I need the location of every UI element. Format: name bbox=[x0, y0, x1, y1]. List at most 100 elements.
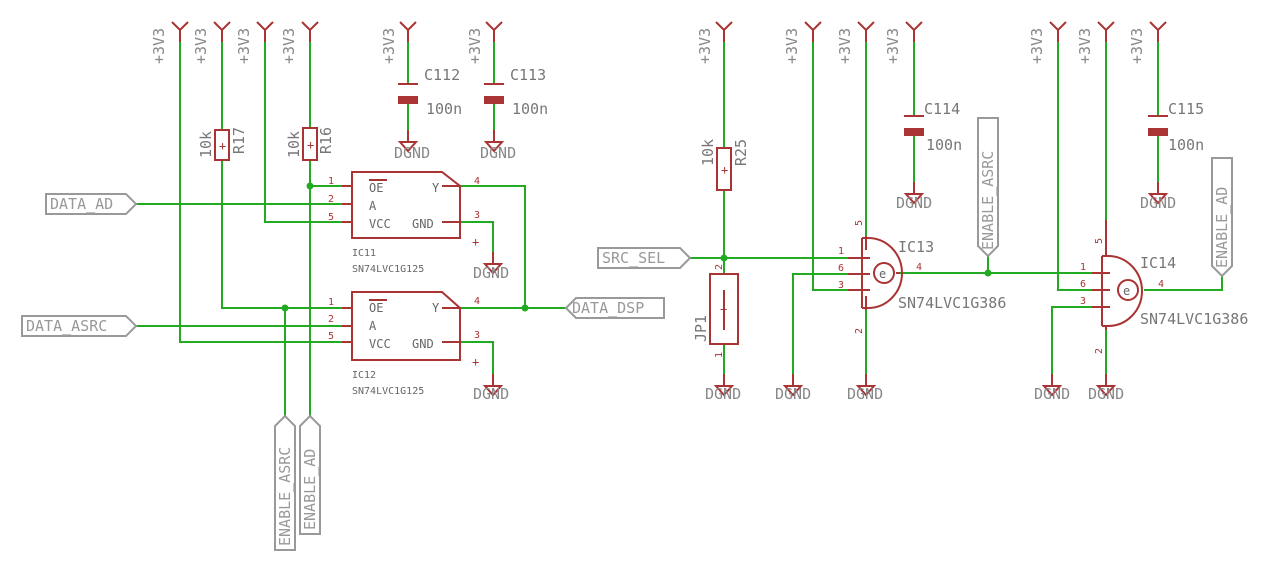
net-label-src-sel: SRC_SEL bbox=[597, 247, 692, 269]
power-label: +3V3 bbox=[150, 28, 168, 64]
ground-label: DGND bbox=[847, 385, 883, 403]
ground-symbols: DGND DGND DGND DGND DGND DGND DGND DGND … bbox=[394, 129, 1176, 403]
svg-text:1: 1 bbox=[838, 246, 844, 257]
capacitor-ref: C113 bbox=[510, 66, 546, 84]
svg-text:2: 2 bbox=[328, 194, 334, 205]
capacitor-value: 100n bbox=[926, 136, 962, 154]
svg-text:+: + bbox=[720, 302, 727, 316]
svg-text:Y: Y bbox=[432, 181, 440, 195]
svg-text:+: + bbox=[472, 355, 479, 369]
xor-gate-ic13: e 1 6 3 4 5 2 IC13 SN74LVC1G386 bbox=[838, 220, 1006, 334]
power-label: +3V3 bbox=[280, 28, 298, 64]
jumper-ref: JP1 bbox=[692, 315, 710, 342]
power-label: +3V3 bbox=[1028, 28, 1046, 64]
resistor-value: 10k bbox=[285, 131, 303, 158]
svg-text:5: 5 bbox=[328, 212, 334, 223]
power-symbol-3v3-3 bbox=[256, 21, 274, 43]
resistor-ref: R16 bbox=[317, 127, 335, 154]
ic-ref: IC11 bbox=[352, 248, 376, 259]
net-label-enable-asrc-bottom: ENABLE_ASRC bbox=[274, 414, 296, 551]
net-label-data-dsp: DATA_DSP bbox=[564, 297, 665, 319]
net-label-data-asrc: DATA_ASRC bbox=[21, 315, 138, 337]
svg-text:ENABLE_AD: ENABLE_AD bbox=[1213, 187, 1231, 268]
svg-text:5: 5 bbox=[854, 220, 865, 226]
svg-text:SRC_SEL: SRC_SEL bbox=[602, 249, 665, 267]
svg-text:OE: OE bbox=[369, 301, 383, 315]
svg-text:ENABLE_AD: ENABLE_AD bbox=[301, 449, 319, 530]
svg-text:2: 2 bbox=[714, 264, 725, 270]
power-label: +3V3 bbox=[235, 28, 253, 64]
capacitor-c112: C112 100n bbox=[398, 66, 462, 118]
capacitor-c113: C113 100n bbox=[484, 66, 548, 118]
ic-ref: IC12 bbox=[352, 370, 376, 381]
svg-text:4: 4 bbox=[474, 176, 480, 187]
svg-text:OE: OE bbox=[369, 181, 383, 195]
net-label-enable-ad-right: ENABLE_AD bbox=[1211, 157, 1233, 278]
plus-mark: + bbox=[219, 139, 226, 153]
ground-label: DGND bbox=[1088, 385, 1124, 403]
resistor-ref: R25 bbox=[732, 139, 750, 166]
svg-text:GND: GND bbox=[412, 337, 434, 351]
ground-label: DGND bbox=[705, 385, 741, 403]
svg-text:ENABLE_ASRC: ENABLE_ASRC bbox=[979, 151, 997, 250]
power-symbol-3v3-2 bbox=[213, 21, 231, 43]
power-symbol-3v3-4 bbox=[301, 21, 319, 43]
svg-text:1: 1 bbox=[328, 297, 334, 308]
svg-text:3: 3 bbox=[474, 210, 480, 221]
power-symbol-3v3-13 bbox=[1149, 21, 1167, 43]
capacitor-ref: C115 bbox=[1168, 100, 1204, 118]
net-label-data-ad: DATA_AD bbox=[45, 193, 138, 215]
capacitor-ref: C114 bbox=[924, 100, 960, 118]
xor-gate-ic14: e 1 6 3 4 5 2 IC14 SN74LVC1G386 bbox=[1080, 220, 1248, 354]
svg-text:5: 5 bbox=[328, 331, 334, 342]
ground-label: DGND bbox=[473, 385, 509, 403]
svg-text:3: 3 bbox=[474, 330, 480, 341]
svg-text:2: 2 bbox=[328, 314, 334, 325]
svg-text:1: 1 bbox=[1080, 262, 1086, 273]
capacitor-c114: C114 100n bbox=[904, 100, 962, 154]
svg-text:4: 4 bbox=[474, 296, 480, 307]
svg-text:DATA_ASRC: DATA_ASRC bbox=[26, 317, 107, 335]
svg-text:1: 1 bbox=[714, 352, 725, 358]
ground-label: DGND bbox=[480, 144, 516, 162]
power-label: +3V3 bbox=[1076, 28, 1094, 64]
ic-part: SN74LVC1G386 bbox=[898, 294, 1006, 312]
net-label-enable-asrc-right: ENABLE_ASRC bbox=[977, 117, 999, 258]
ground-label: DGND bbox=[394, 144, 430, 162]
resistor-ref: R17 bbox=[230, 127, 248, 154]
svg-text:1: 1 bbox=[328, 176, 334, 187]
junctions bbox=[281, 182, 992, 312]
ground-label: DGND bbox=[896, 194, 932, 212]
svg-text:3: 3 bbox=[1080, 296, 1086, 307]
capacitor-ref: C112 bbox=[424, 66, 460, 84]
svg-text:e: e bbox=[879, 267, 886, 281]
ic-ref: IC14 bbox=[1140, 254, 1176, 272]
resistor-value: 10k bbox=[197, 131, 215, 158]
svg-text:DATA_AD: DATA_AD bbox=[50, 195, 113, 213]
svg-text:DATA_DSP: DATA_DSP bbox=[572, 299, 644, 317]
capacitor-c115: C115 100n bbox=[1148, 100, 1204, 154]
resistor-r25: + 10k R25 bbox=[699, 139, 750, 191]
ic-part: SN74LVC1G125 bbox=[352, 264, 424, 275]
svg-text:Y: Y bbox=[432, 301, 440, 315]
net-label-enable-ad-bottom: ENABLE_AD bbox=[299, 414, 321, 535]
power-label: +3V3 bbox=[192, 28, 210, 64]
power-label: +3V3 bbox=[380, 28, 398, 64]
jumper-jp1: + 2 1 JP1 bbox=[692, 264, 739, 358]
svg-text:VCC: VCC bbox=[369, 217, 391, 231]
svg-text:VCC: VCC bbox=[369, 337, 391, 351]
ground-label: DGND bbox=[473, 264, 509, 282]
power-label: +3V3 bbox=[836, 28, 854, 64]
wires bbox=[136, 40, 1223, 416]
plus-mark: + bbox=[307, 138, 314, 152]
svg-text:A: A bbox=[369, 199, 377, 213]
resistor-r16: + 10k R16 bbox=[285, 127, 335, 161]
resistor-r17: + 10k R17 bbox=[197, 127, 248, 161]
svg-text:GND: GND bbox=[412, 217, 434, 231]
svg-text:e: e bbox=[1123, 284, 1130, 298]
power-label: +3V3 bbox=[884, 28, 902, 64]
power-label: +3V3 bbox=[1128, 28, 1146, 64]
capacitor-value: 100n bbox=[512, 100, 548, 118]
power-label: +3V3 bbox=[466, 28, 484, 64]
